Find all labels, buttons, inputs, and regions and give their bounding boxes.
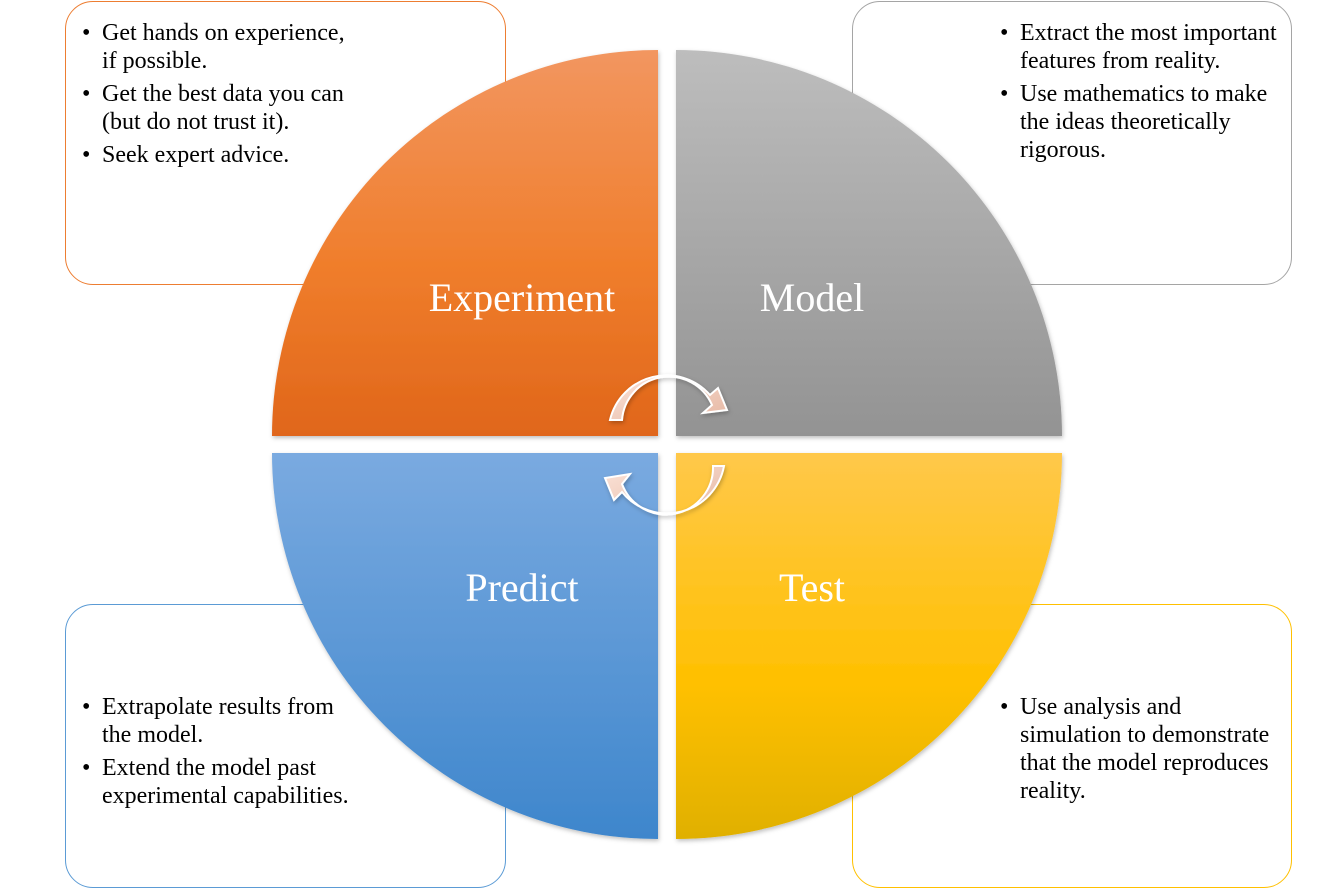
bullet-item: Extract the most important features from…	[1000, 19, 1280, 75]
bullet-item: Use mathematics to make the ideas theore…	[1000, 80, 1280, 164]
test-bullet-list: Use analysis and simulation to demonstra…	[1000, 693, 1270, 810]
test-quadrant	[676, 453, 1062, 839]
circular-arrows-icon	[603, 374, 729, 516]
bullet-item: Extend the model past experimental capab…	[82, 754, 362, 810]
model-bullet-list: Extract the most important features from…	[1000, 19, 1280, 169]
bullet-item: Get the best data you can (but do not tr…	[82, 80, 352, 136]
experiment-bullet-list: Get hands on experience, if possible. Ge…	[82, 19, 352, 174]
model-quadrant	[676, 50, 1062, 436]
experiment-quadrant	[272, 50, 658, 436]
predict-quadrant	[272, 453, 658, 839]
test-label: Test	[778, 565, 846, 610]
bullet-item: Use analysis and simulation to demonstra…	[1000, 693, 1270, 805]
bullet-item: Seek expert advice.	[82, 141, 352, 169]
bullet-item: Get hands on experience, if possible.	[82, 19, 352, 75]
bullet-item: Extrapolate results from the model.	[82, 693, 362, 749]
experiment-label: Experiment	[428, 275, 616, 320]
predict-label: Predict	[465, 565, 579, 610]
model-label: Model	[759, 275, 865, 320]
predict-bullet-list: Extrapolate results from the model. Exte…	[82, 693, 362, 815]
